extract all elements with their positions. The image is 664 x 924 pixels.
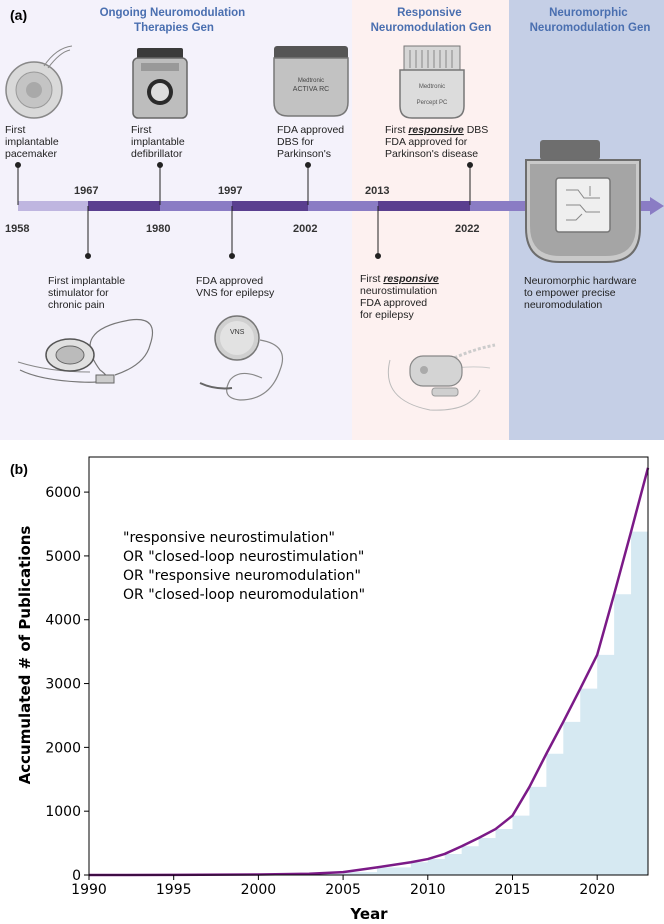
chart-query-annotation: "responsive neurostimulation" OR "closed-…	[123, 530, 365, 603]
y-tick-label: 4000	[45, 613, 81, 629]
year-2022: 2022	[455, 223, 479, 235]
x-tick-label: 2005	[325, 882, 361, 898]
publications-line	[88, 467, 650, 877]
y-tick-label: 0	[72, 868, 81, 884]
neuromorphic-label: Neuromorphic hardware to empower precise…	[524, 275, 640, 311]
pacemaker-icon	[5, 45, 73, 119]
year-1958: 1958	[5, 223, 29, 235]
dbs-device-brand: Medtronic	[298, 78, 324, 84]
milestone-rns-label: First responsive neurostimulation FDA ap…	[360, 273, 442, 321]
responsive-dbs-icon: Medtronic Percept PC	[399, 45, 465, 119]
y-tick-label: 2000	[45, 740, 81, 756]
year-1967: 1967	[74, 185, 98, 197]
y-axis-title: Accumulated # of Publications	[16, 526, 34, 785]
chart-plot-area: 1990 1995 2000 2005 2010 2015 2020 0 1000 2000 300…	[45, 456, 650, 898]
timeline-arrow-icon	[650, 197, 664, 215]
spinal-stimulator-icon	[17, 318, 154, 384]
milestone-defibrillator-label: First implantable defibrillator	[131, 124, 188, 160]
rns-device-icon	[387, 343, 496, 411]
x-axis-title: Year	[349, 905, 388, 923]
publications-area	[89, 467, 648, 875]
x-tick-label: 1990	[71, 882, 107, 898]
y-tick-label: 1000	[45, 804, 81, 820]
neuromorphic-chip-icon	[525, 140, 641, 263]
x-tick-label: 2010	[410, 882, 446, 898]
dbs-device-icon: Medtronic ACTIVA RC	[273, 46, 349, 117]
panel-a-letter: (a)	[10, 7, 27, 23]
y-tick-label: 6000	[45, 485, 81, 501]
y-tick-label: 3000	[45, 677, 81, 693]
x-tick-label: 2015	[495, 882, 531, 898]
year-2002: 2002	[293, 223, 317, 235]
vns-device-text: VNS	[230, 329, 245, 336]
publications-chart: (b) 1990 1995 2000 2005 2010 2015 2020 0 1000 200…	[10, 456, 650, 923]
milestone-dbs-label: FDA approved DBS for Parkinson's	[277, 124, 347, 160]
plot-frame	[88, 456, 649, 876]
dbs-device-model: ACTIVA RC	[293, 86, 329, 93]
x-tick-label: 2020	[579, 882, 615, 898]
milestone-connectors	[15, 162, 473, 259]
year-2013: 2013	[365, 185, 389, 197]
responsive-dbs-brand: Medtronic	[419, 84, 445, 90]
panel-b-letter: (b)	[10, 461, 28, 477]
vns-device-icon: VNS	[199, 315, 284, 401]
annotation-line: OR "closed-loop neuromodulation"	[123, 587, 365, 603]
milestone-pacemaker-label: First implantable pacemaker	[5, 124, 62, 160]
year-1997: 1997	[218, 185, 242, 197]
annotation-line: OR "responsive neuromodulation"	[123, 568, 361, 584]
responsive-dbs-model: Percept PC	[417, 100, 448, 106]
year-1980: 1980	[146, 223, 170, 235]
x-tick-label: 2000	[241, 882, 277, 898]
milestone-responsive-dbs-label: First responsive DBS FDA approved for Pa…	[385, 124, 491, 160]
era-ongoing-title: Ongoing Neuromodulation Therapies Gen	[100, 7, 249, 34]
annotation-line: "responsive neurostimulation"	[123, 530, 335, 546]
milestone-vns-label: FDA approved VNS for epilepsy	[196, 275, 275, 299]
annotation-line: OR "closed-loop neurostimulation"	[123, 549, 364, 565]
x-tick-label: 1995	[156, 882, 192, 898]
era-neuromorphic-title: Neuromorphic Neuromodulation Gen	[530, 7, 651, 34]
era-responsive-title: Responsive Neuromodulation Gen	[371, 7, 492, 34]
timeline-panel: (a) Ongoing Neuromodulation Therapies Ge…	[0, 0, 664, 440]
defibrillator-icon	[132, 48, 188, 119]
y-tick-label: 5000	[45, 549, 81, 565]
milestone-pain-stimulator-label: First implantable stimulator for chronic…	[48, 275, 128, 311]
